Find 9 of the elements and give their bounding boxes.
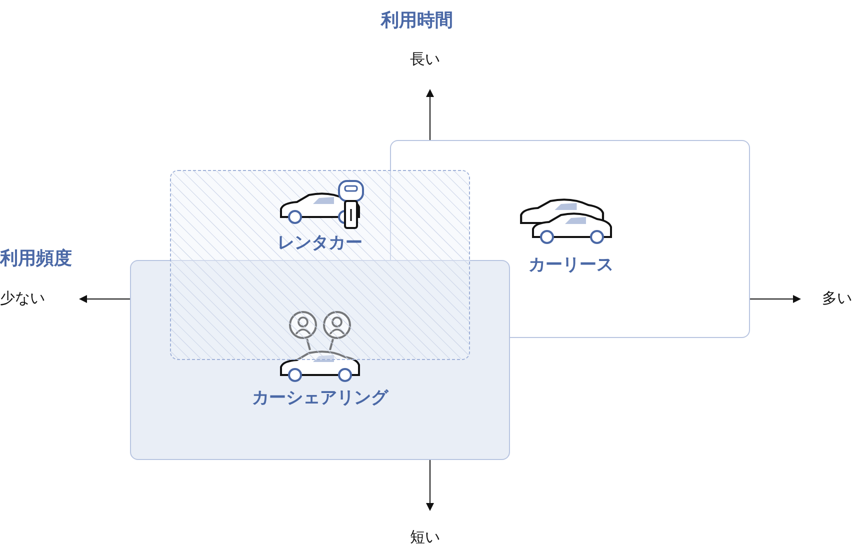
axis-end-label: 多い [822,289,852,308]
region-label: カーシェアリング [252,387,388,409]
axis-end-label: 長い [410,50,440,69]
region-label: カーリース [528,254,614,276]
axis-title: 利用時間 [381,9,453,32]
region-label: レンタカー [278,232,362,254]
axis-end-label: 少ない [0,289,45,308]
axis-end-label: 短い [410,528,440,547]
hatched-region [170,170,470,360]
